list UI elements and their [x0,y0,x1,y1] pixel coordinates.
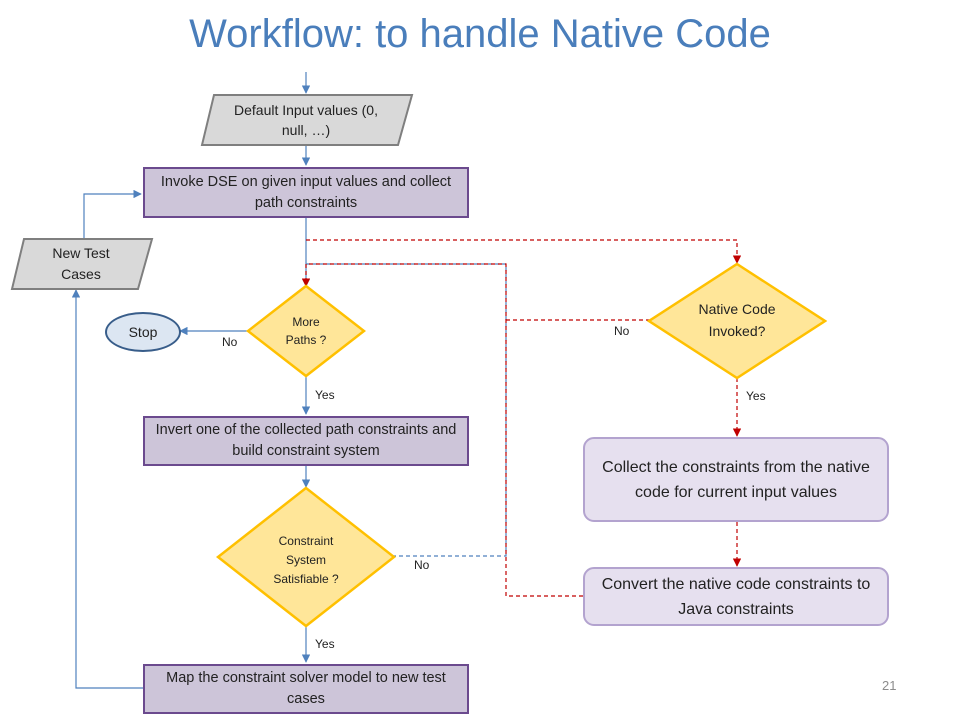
page-number: 21 [882,678,897,693]
map-model-box: Map the constraint solver model to new t… [143,664,469,714]
native-no-label: No [614,324,630,338]
page-title: Workflow: to handle Native Code [189,12,771,56]
new-test-cases-label: New Test Cases [52,245,110,282]
native-invoked-decision-shape [647,262,827,380]
edge-new-test-cases-to-invoke [83,189,142,240]
constraint-satisfiable-label: Constraint System Satisfiable ? [273,533,339,586]
convert-native-constraints-box: Convert the native code constraints to J… [583,567,889,626]
edge-invoke-to-native-check [306,239,742,264]
invoke-dse-box: Invoke DSE on given input values and col… [143,167,469,218]
native-flow-lines [301,239,742,597]
constraint-satisfiable-decision-shape [216,486,396,628]
satisfiable-no-label: No [414,558,430,572]
satisfiable-yes-label: Yes [315,637,335,651]
edge-map-to-new-test-cases [71,289,143,689]
collect-native-constraints-box: Collect the constraints from the native … [583,437,889,522]
new-test-cases-shape [10,238,154,290]
more-paths-yes-label: Yes [315,388,335,402]
more-paths-decision-shape [246,284,366,378]
invert-constraints-box: Invert one of the collected path constra… [143,416,469,466]
native-invoked-label: Native Code Invoked? [698,301,776,339]
default-input-label: Default Input values (0, null, …) [234,102,378,138]
native-yes-label: Yes [746,389,766,403]
more-paths-label: More Paths ? [285,315,327,347]
edge-convert-to-more-paths [301,263,583,597]
stop-terminator: Stop [105,312,181,352]
default-input-shape [200,94,414,146]
more-paths-no-label: No [222,335,238,349]
